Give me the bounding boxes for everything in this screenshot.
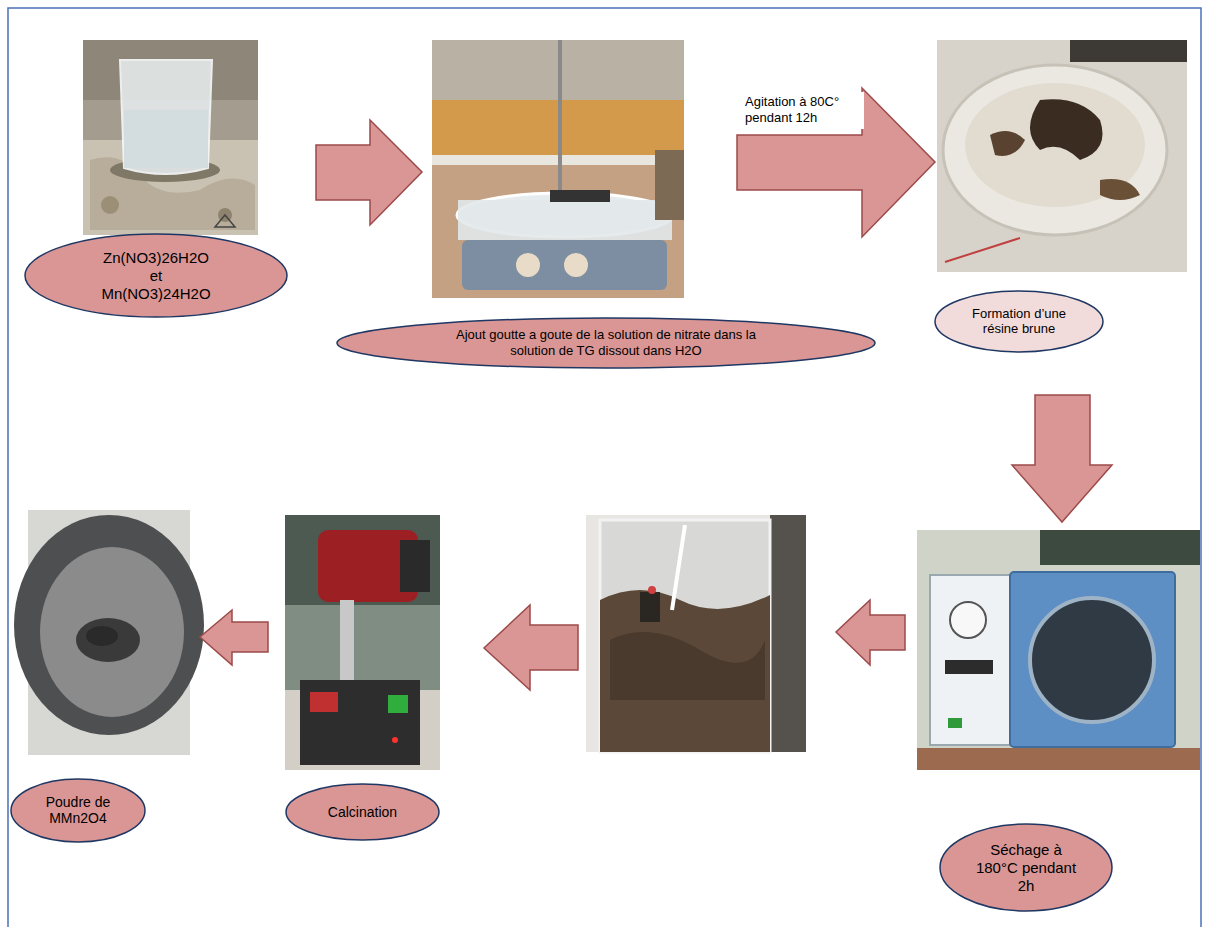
- photo-calcination-furnace-part: [285, 515, 440, 605]
- step-text: Ajout goutte a goute de la solution de n…: [441, 327, 771, 358]
- photo-magnetic-stirrer-part: [550, 190, 610, 202]
- oval-shape: [935, 291, 1103, 352]
- photo-beaker-hotplate-part: [120, 60, 212, 174]
- oval-shape: [11, 779, 145, 842]
- photo-calcination-furnace: [285, 515, 440, 770]
- photo-drying-oven-part: [1040, 530, 1200, 565]
- photo-dried-beaker-part: [610, 632, 765, 700]
- photo-dried-beaker: [586, 515, 806, 752]
- photo-drying-oven-part: [950, 602, 986, 638]
- block-arrow-part: [1012, 395, 1112, 522]
- photo-brown-resin-part: [943, 65, 1167, 235]
- oval-shape: [25, 234, 287, 317]
- photo-beaker-hotplate-part: [101, 196, 119, 214]
- photo-dried-beaker-part: [640, 592, 660, 622]
- photo-brown-resin-part: [945, 238, 1020, 262]
- photo-brown-resin-part: [990, 131, 1025, 156]
- photo-powder-mortar-part: [40, 547, 184, 717]
- photo-calcination-furnace-part: [285, 515, 440, 770]
- photo-magnetic-stirrer: [432, 40, 684, 298]
- photo-magnetic-stirrer-part: [458, 200, 672, 240]
- photo-drying-oven-part: [945, 660, 993, 674]
- step-oval: Poudre de MMn2O4: [10, 778, 146, 843]
- step-text: Calcination: [328, 804, 397, 821]
- oval-shape: [286, 784, 439, 840]
- photo-dried-beaker-part: [600, 520, 770, 752]
- photo-calcination-furnace-part: [310, 692, 338, 712]
- step-oval: Ajout goutte a goute de la solution de n…: [336, 317, 876, 369]
- photo-magnetic-stirrer-part: [516, 253, 540, 277]
- photo-brown-resin-part: [1100, 179, 1140, 200]
- page-frame: [8, 8, 1201, 927]
- photo-dried-beaker-part: [648, 586, 656, 594]
- block-arrow-part: [316, 120, 422, 225]
- photo-drying-oven-part: [1010, 572, 1175, 747]
- photo-brown-resin-part: [937, 40, 1187, 272]
- photo-brown-resin-part: [1070, 40, 1187, 62]
- photo-calcination-furnace-part: [392, 737, 398, 743]
- photo-powder-mortar: [14, 510, 204, 755]
- photo-brown-resin-part: [1030, 99, 1103, 160]
- block-arrow-part: [200, 610, 268, 665]
- photo-drying-oven-part: [1030, 598, 1154, 722]
- photo-powder-mortar-part: [76, 618, 140, 662]
- photo-magnetic-stirrer-part: [432, 40, 684, 298]
- photo-drying-oven: [917, 530, 1200, 770]
- photo-magnetic-stirrer-part: [558, 40, 562, 200]
- step-text: Séchage à 180°C pendant 2h: [971, 841, 1081, 895]
- photo-brown-resin: [937, 40, 1187, 272]
- oval-shape: [940, 824, 1112, 911]
- step-oval: Formation d’une résine brune: [934, 290, 1104, 353]
- step-condition: Agitation à 80C° pendant 12h: [742, 92, 864, 129]
- block-arrow-part: [836, 600, 905, 665]
- photo-beaker-hotplate: [83, 40, 258, 235]
- photo-beaker-hotplate-part: [124, 110, 208, 168]
- photo-beaker-hotplate-part: [83, 40, 258, 235]
- photo-powder-mortar-part: [14, 515, 204, 735]
- photo-dried-beaker-part: [672, 525, 685, 610]
- photo-calcination-furnace-part: [400, 540, 430, 592]
- photo-drying-oven-part: [917, 748, 1200, 770]
- step-oval: Séchage à 180°C pendant 2h: [939, 823, 1113, 912]
- block-arrow: [200, 88, 1112, 690]
- photo-dried-beaker-part: [770, 515, 806, 752]
- step-text: Poudre de MMn2O4: [32, 794, 124, 828]
- photo-magnetic-stirrer-part: [655, 150, 684, 220]
- block-arrow-part: [737, 88, 935, 237]
- step-text: Zn(NO3)26H2O et Mn(NO3)24H2O: [98, 249, 214, 303]
- oval-shape: [337, 318, 875, 368]
- photo-powder-mortar-part: [86, 626, 118, 646]
- photo-drying-oven-part: [930, 575, 1010, 745]
- photo-magnetic-stirrer-part: [564, 253, 588, 277]
- photo-calcination-furnace-part: [340, 600, 354, 680]
- photo-brown-resin-part: [965, 83, 1145, 207]
- photo-beaker-hotplate-part: [215, 215, 235, 227]
- photo-drying-oven-part: [948, 718, 962, 728]
- photo-calcination-furnace-part: [388, 695, 408, 713]
- photo-calcination-furnace-part: [300, 680, 420, 765]
- step-text: Formation d’une résine brune: [959, 306, 1079, 337]
- photo-drying-oven-part: [917, 530, 1200, 770]
- photo-dried-beaker-part: [600, 590, 770, 752]
- photo-magnetic-stirrer-part: [462, 240, 667, 290]
- step-oval: Zn(NO3)26H2O et Mn(NO3)24H2O: [24, 233, 288, 318]
- photo-dried-beaker-part: [586, 515, 806, 752]
- block-arrow-part: [484, 605, 578, 690]
- step-oval: Calcination: [285, 783, 440, 841]
